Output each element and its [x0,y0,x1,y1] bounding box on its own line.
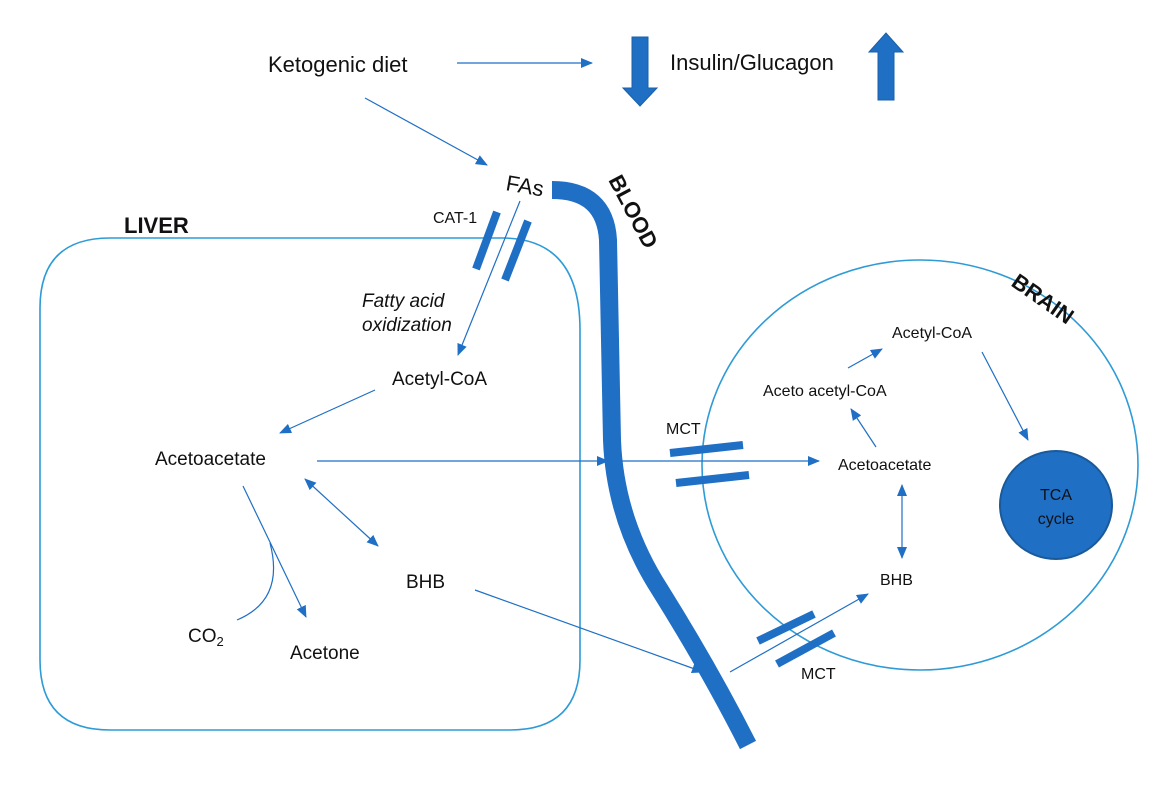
tca-cycle-node [999,450,1113,560]
mct-bottom-transporter-bar [775,629,836,668]
brain-bhb-label: BHB [880,572,913,589]
arrow-acetyl-coa-to-tca [981,351,1029,441]
arrow-acetoacetate-to-aceto-acetyl-coa [850,408,877,448]
arrow-bhb-to-blood [474,589,704,673]
arrow-blood-to-brain-bhb [729,593,869,673]
liver-acetoacetate-label: Acetoacetate [155,449,266,470]
mct-bottom-label: MCT [801,666,836,683]
brain-aceto-acetyl-coa-label: Aceto acetyl-CoA [763,383,887,400]
acetone-label: Acetone [290,643,360,664]
fas-label: FAs [504,170,546,201]
arrow-aceto-acetyl-coa-to-acetyl-coa [847,348,883,369]
glucagon-increase-arrow-icon [867,32,905,101]
brain-label: BRAIN [1007,269,1078,329]
blood-vessel [551,181,757,750]
fatty-acid-oxidization-label-line1: Fatty acid [362,291,446,312]
arrow-diet-to-fas [364,97,488,166]
arrow-acetoacetate-bhb [304,478,379,547]
liver-cell-outline [39,237,581,731]
fatty-acid-oxidization-label-line2: oxidization [362,315,452,336]
liver-acetyl-coa-label: Acetyl-CoA [392,369,487,390]
insulin-glucagon-label: Insulin/Glucagon [670,50,834,75]
mct-top-label: MCT [666,421,701,438]
liver-bhb-label: BHB [406,572,445,593]
brain-acetoacetate-label: Acetoacetate [838,457,932,474]
mct-top-transporter-bar [669,441,744,457]
brain-acetyl-coa-label: Acetyl-CoA [892,325,972,342]
co2-label: CO2 [188,626,224,649]
cat1-transporter-bar [501,219,532,282]
arrow-acetyl-coa-to-acetoacetate [279,389,376,434]
insulin-decrease-arrow-icon [621,36,659,107]
co2-release-curve [236,542,275,621]
brain-cell-outline [701,259,1139,671]
tca-label-line1: TCA [1040,487,1072,504]
mct-top-transporter-bar [675,471,750,487]
cat1-transporter-bar [472,210,501,271]
cat1-label: CAT-1 [433,210,477,227]
tca-label-line2: cycle [1038,511,1075,528]
arrow-fas-to-acetyl-coa [457,200,521,356]
mct-bottom-transporter-bar [756,610,816,645]
ketogenic-diet-label: Ketogenic diet [268,52,407,77]
liver-label: LIVER [124,213,189,238]
arrow-acetoacetate-to-acetone [242,485,307,618]
